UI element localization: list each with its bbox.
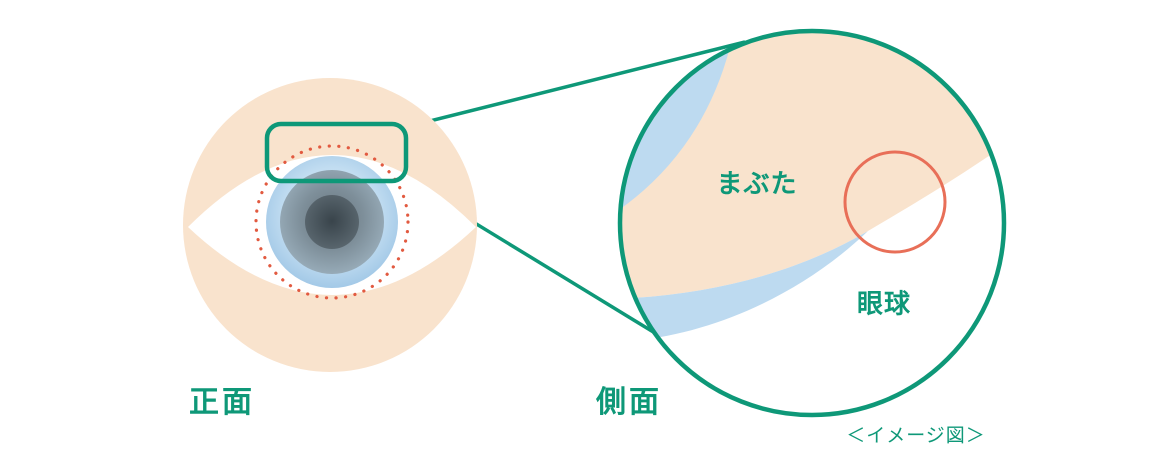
- side-view-group: [617, 28, 1007, 418]
- side-view-label: 側面: [596, 385, 662, 420]
- zoom-highlight-box: [264, 121, 409, 184]
- lens-edge-dotted-circle: [254, 144, 410, 300]
- eyelid-label: まぶた: [716, 169, 798, 200]
- zoom-line-top: [405, 40, 746, 129]
- magnified-view-circle: [617, 28, 1007, 418]
- front-view-group: [183, 78, 477, 372]
- eyeball-label: 眼球: [856, 289, 912, 320]
- magnified-contents: [620, 31, 1004, 415]
- contact-lens-upper-band: [620, 47, 730, 210]
- image-note-label: ＜イメージ図＞: [846, 424, 986, 447]
- pupil-circle: [305, 195, 359, 249]
- highlight-orange-circle: [843, 150, 947, 254]
- contact-lens-edge-band: [620, 231, 868, 342]
- front-view-label: 正面: [189, 385, 255, 420]
